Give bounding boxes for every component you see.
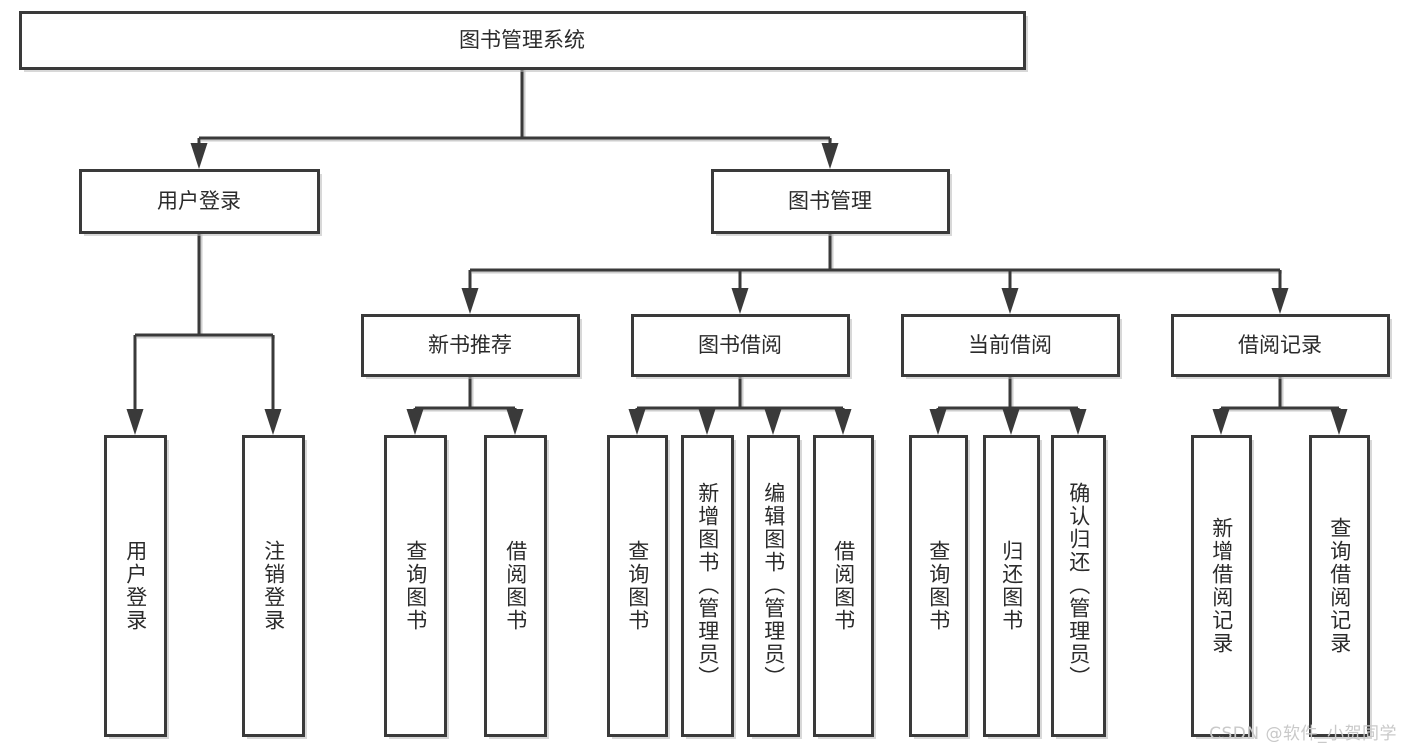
node-leaf-user-login[interactable] [104,435,170,740]
arrow-to-book-manage [821,138,839,169]
arrow-to-leaf-query-book-new [406,408,424,435]
arrow-to-new-book-recommend [461,270,479,314]
label-current-borrow: 当前借阅 [968,333,1052,357]
node-leaf-borrow-book-borrow[interactable] [813,435,877,740]
node-book-borrow[interactable] [631,314,853,380]
node-leaf-add-book-admin[interactable] [681,435,737,740]
node-leaf-confirm-return-admin[interactable] [1051,435,1109,740]
label-book-borrow: 图书借阅 [698,333,782,357]
arrow-to-leaf-edit-book-admin [764,408,782,435]
connector-layer [135,68,1341,412]
node-leaf-query-book-borrow[interactable] [607,435,671,740]
connector-bar-current-borrow [938,375,1080,412]
node-leaf-user-logout[interactable] [242,435,308,740]
arrow-to-borrow-record [1271,270,1289,314]
arrow-to-leaf-query-book-current [929,408,947,435]
csdn-watermark: CSDN @软件_小贺同学 [1209,724,1397,744]
label-user-login: 用户登录 [157,189,241,213]
arrow-to-leaf-return-book [1002,408,1020,435]
arrow-to-leaf-add-borrow-record [1212,408,1230,435]
arrow-to-leaf-user-logout [264,335,282,435]
arrow-layer [126,138,1348,435]
arrow-to-book-borrow [731,270,749,314]
label-book-manage: 图书管理 [788,189,872,213]
node-current-borrow[interactable] [901,314,1123,380]
arrow-to-leaf-query-book-borrow [628,408,646,435]
arrow-to-user-login [190,138,208,169]
arrow-to-leaf-borrow-book-borrow [834,408,852,435]
node-box-layer [19,11,1393,740]
label-root: 图书管理系统 [459,28,585,52]
connector-bar-new-book [415,375,517,412]
node-leaf-add-borrow-record[interactable] [1191,435,1255,740]
node-leaf-query-book-new[interactable] [384,435,450,740]
arrow-to-leaf-query-borrow-record [1330,408,1348,435]
node-borrow-record[interactable] [1171,314,1393,380]
node-user-login[interactable] [79,169,323,237]
connector-bar-borrow-record [1221,375,1341,412]
connector-bar-book-manage [470,232,1282,274]
arrow-to-leaf-borrow-book-new [506,408,524,435]
node-book-manage[interactable] [711,169,953,237]
node-leaf-return-book[interactable] [983,435,1043,740]
label-borrow-record: 借阅记录 [1238,333,1322,357]
node-new-book-recommend[interactable] [361,314,583,380]
node-leaf-borrow-book-new[interactable] [484,435,550,740]
node-root[interactable] [19,11,1029,73]
arrow-to-current-borrow [1001,270,1019,314]
arrow-to-leaf-add-book-admin [698,408,716,435]
node-leaf-edit-book-admin[interactable] [747,435,803,740]
arrow-to-leaf-user-login [126,335,144,435]
connector-bar-root [199,68,832,142]
label-new-book-recommend: 新书推荐 [428,333,512,357]
connector-bar-book-borrow [637,375,845,412]
connector-bar-user-login [135,232,275,339]
arrow-to-leaf-confirm-return-admin [1069,408,1087,435]
node-leaf-query-borrow-record[interactable] [1309,435,1373,740]
node-leaf-query-book-current[interactable] [909,435,971,740]
